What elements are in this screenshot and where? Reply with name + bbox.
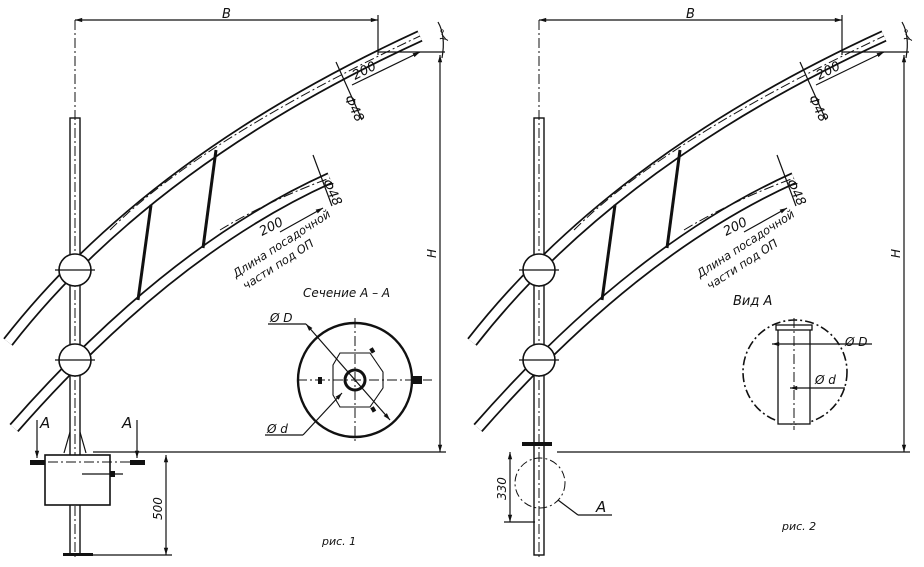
dim-h-label: H — [425, 249, 439, 258]
upper-diameter-label: Ф48 — [340, 93, 366, 125]
figure-2-caption: рис. 2 — [781, 520, 816, 533]
inner-diameter-label: Ø d — [814, 373, 836, 387]
figure-2: B γ° H 200 Ф48 200 Ф48 Длина посадочной … — [472, 7, 916, 560]
angle-label: γ° — [900, 27, 916, 43]
figure-1-caption: рис. 1 — [321, 535, 356, 548]
inner-diameter-label: Ø d — [266, 422, 288, 436]
cut-label-left: A — [39, 414, 50, 432]
dim-500-label: 500 — [151, 497, 165, 520]
lower-diameter-label: Ф48 — [318, 177, 344, 209]
detail-callout-label: A — [595, 498, 606, 516]
angle-label: γ° — [436, 27, 452, 43]
detail-callout-circle — [514, 457, 566, 509]
dim-b-label: B — [686, 7, 695, 22]
view-title: Вид А — [733, 294, 772, 309]
dim-b-label: B — [222, 7, 231, 22]
outer-diameter-label: Ø D — [269, 311, 293, 325]
section-title: Сечение А – А — [303, 286, 390, 300]
dim-h-label: H — [889, 249, 903, 258]
outer-diameter-label: Ø D — [844, 335, 868, 349]
cut-label-right: A — [121, 414, 132, 432]
upper-diameter-label: Ф48 — [804, 93, 830, 125]
figure-1: B γ° H 200 Ф48 200 Ф48 Длина посадочной … — [8, 7, 452, 560]
view-a — [742, 318, 872, 430]
base-box — [44, 454, 111, 506]
section-view — [265, 318, 432, 443]
lower-diameter-label: Ф48 — [782, 177, 808, 209]
dim-330-label: 330 — [495, 477, 509, 500]
